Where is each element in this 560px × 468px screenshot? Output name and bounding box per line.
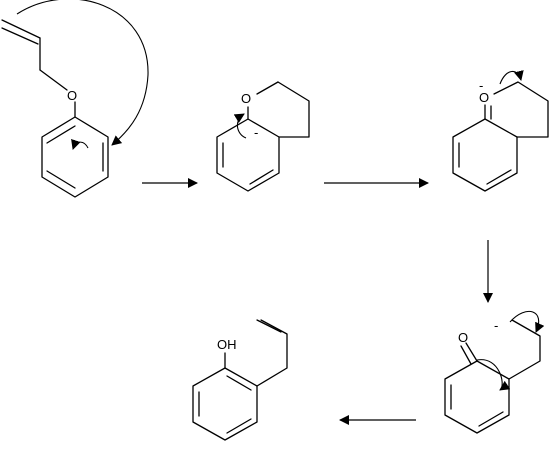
curly-arrow <box>509 310 545 333</box>
molecule-cyclohexadienone: O - <box>444 310 545 434</box>
negative-charge: - <box>479 78 483 93</box>
molecule-oxonium-intermediate: O - <box>452 70 549 192</box>
curved-arrow <box>16 0 149 146</box>
hydroxyl-label: OH <box>217 337 237 352</box>
ether-oxygen-label: O <box>67 88 77 103</box>
molecule-bicyclic-intermediate: O - <box>216 81 310 192</box>
negative-charge: - <box>254 125 258 140</box>
molecule-allyl-phenyl-ether: O <box>1 0 149 198</box>
oxygen-label: O <box>241 91 251 106</box>
oxygen-label: O <box>479 90 489 105</box>
curly-arrow <box>476 359 511 391</box>
molecule-allylphenol: OH <box>192 319 288 441</box>
carbonyl-oxygen-label: O <box>458 330 468 345</box>
curly-arrow <box>71 138 89 150</box>
negative-charge: - <box>494 318 498 333</box>
curly-arrow <box>233 113 247 139</box>
curly-arrow <box>499 70 524 85</box>
